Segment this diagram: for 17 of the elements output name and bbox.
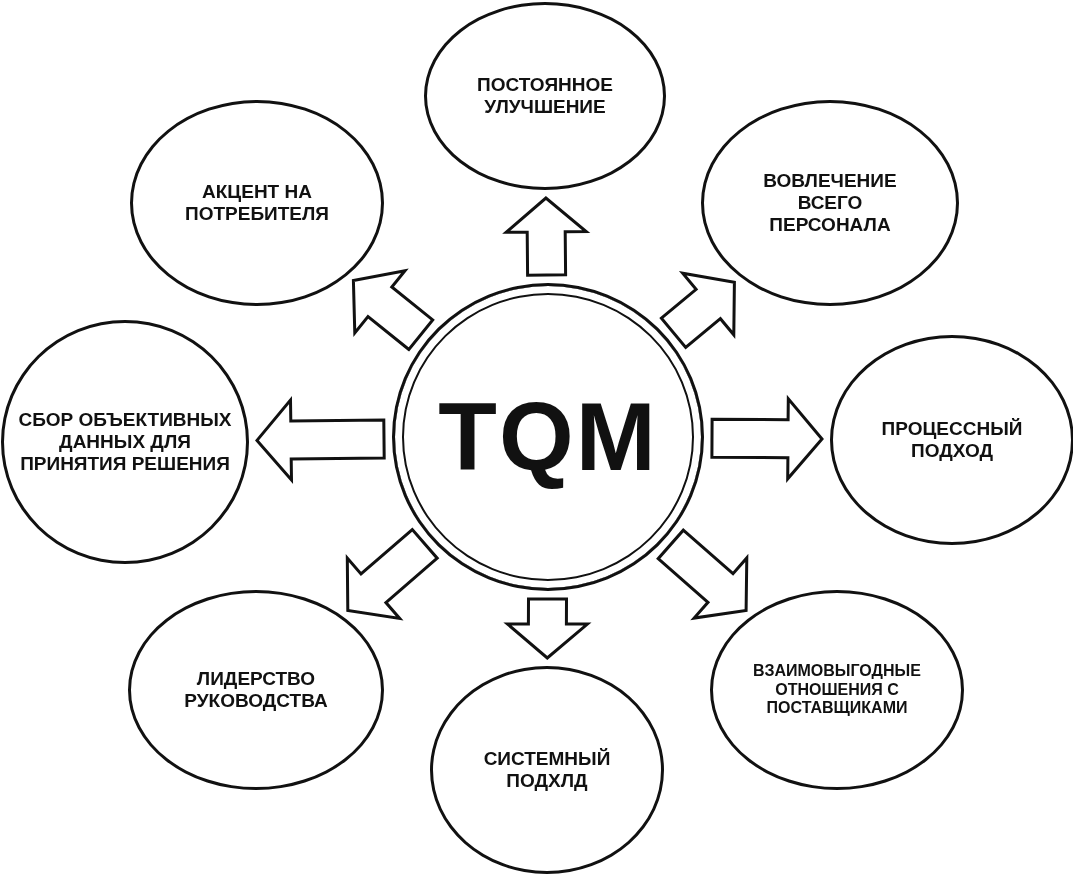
block-arrow <box>351 268 435 352</box>
concept-label: АКЦЕНТ НА ПОТРЕБИТЕЛЯ <box>184 181 330 225</box>
center-title: TQM <box>438 381 658 492</box>
block-arrow <box>345 527 440 621</box>
concept-label: СИСТЕМНЫЙ ПОДХЛД <box>482 748 612 792</box>
block-arrow <box>502 196 591 277</box>
concept-label: ЛИДЕРСТВО РУКОВОДСТВА <box>183 668 329 712</box>
concept-label: ПОСТОЯННОЕ УЛУЧШЕНИЕ <box>476 74 614 118</box>
concept-label: СБОР ОБЪЕКТИВНЫХ ДАННЫХ ДЛЯ ПРИНЯТИЯ РЕШЕНИЯ <box>18 409 232 475</box>
concept-label: ПРОЦЕССНЫЙ ПОДХОД <box>880 418 1024 462</box>
concept-label: ВОВЛЕЧЕНИЕ ВСЕГО ПЕРСОНАЛА <box>762 170 898 236</box>
concept-label: ВЗАИМОВЫГОДНЫЕ ОТНОШЕНИЯ С ПОСТАВЩИКАМИ <box>752 662 922 718</box>
block-arrow <box>659 271 736 350</box>
block-arrow <box>710 394 824 483</box>
block-arrow <box>503 597 592 660</box>
block-arrow <box>255 395 386 485</box>
block-arrow <box>656 528 749 621</box>
